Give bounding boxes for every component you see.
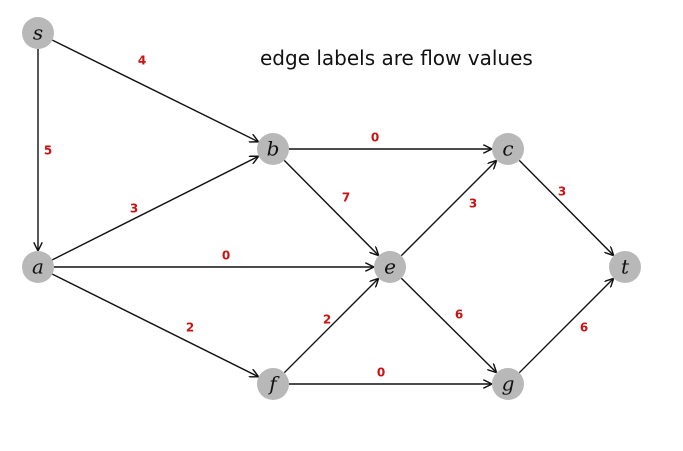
flow-label-s-b: 4 [138,54,146,68]
node-label-c: c [502,137,513,161]
node-s: s [22,17,54,49]
node-label-e: e [384,255,396,279]
node-b: b [257,133,289,165]
node-f: f [257,368,289,400]
node-label-g: g [502,372,515,396]
node-t: t [609,251,641,283]
node-circle-b [257,133,289,165]
flow-label-g-t: 6 [580,321,588,335]
flow-label-e-g: 6 [455,308,463,322]
node-circle-g [492,368,524,400]
flow-label-a-e: 0 [222,249,230,263]
node-label-b: b [267,137,280,161]
edge-e-g [400,277,496,372]
diagram-caption: edge labels are flow values [260,46,533,70]
edge-s-b [52,39,257,141]
flow-label-s-a: 5 [44,144,52,158]
flow-label-e-c: 3 [469,197,477,211]
edge-c-t [518,159,613,255]
node-circle-e [374,251,406,283]
edge-a-b [51,157,258,261]
node-e: e [374,251,406,283]
edge-a-f [52,273,257,376]
node-circle-t [609,251,641,283]
edge-f-e [283,279,378,374]
node-circle-f [257,368,289,400]
edges-layer [38,39,613,384]
flow-labels-layer: 4 5 3 0 2 0 7 3 6 2 0 3 6 [44,54,588,380]
node-g: g [492,368,524,400]
flow-label-c-t: 3 [558,185,566,199]
flow-label-b-c: 0 [371,131,379,145]
node-label-s: s [33,21,43,45]
node-circle-c [492,133,524,165]
flow-label-f-g: 0 [377,366,385,380]
node-a: a [22,251,54,283]
flow-label-a-b: 3 [130,202,138,216]
node-label-a: a [32,255,44,279]
flow-label-b-e: 7 [342,191,350,205]
node-c: c [492,133,524,165]
flow-label-a-f: 2 [186,321,194,335]
node-label-t: t [621,255,630,279]
nodes-layer: s a b e f c g t [22,17,641,400]
edge-b-e [283,159,378,255]
node-circle-s [22,17,54,49]
node-circle-a [22,251,54,283]
flow-label-f-e: 2 [323,313,331,327]
edge-g-t [518,279,613,374]
edge-e-c [400,161,496,257]
